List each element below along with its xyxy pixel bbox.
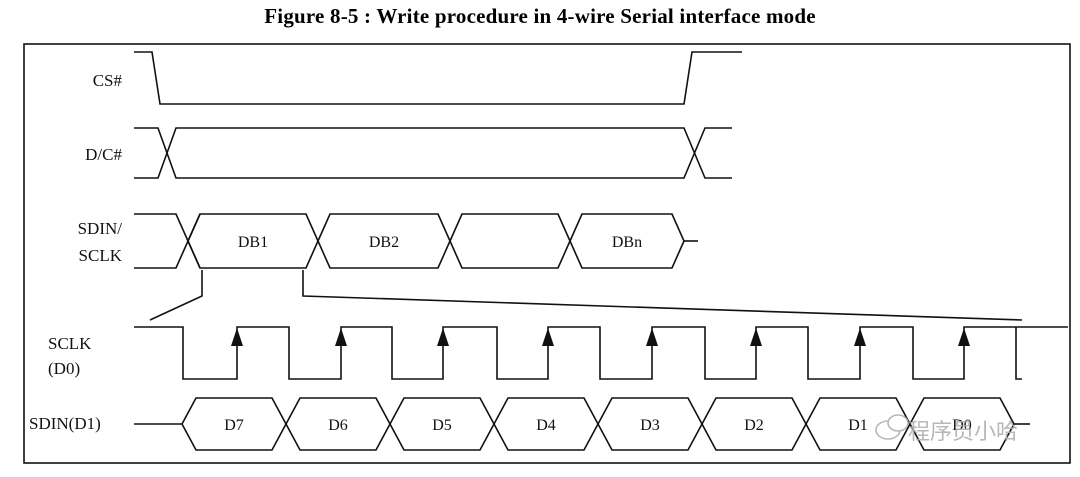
bit-label: D7 <box>224 417 244 434</box>
watermark-text: 程序员小哈 <box>908 420 1018 445</box>
rising-edge-arrow-icon <box>335 328 347 346</box>
sclk-label-line2: (D0) <box>48 359 80 378</box>
bit-label: D1 <box>848 417 868 434</box>
bit-label: D3 <box>640 417 660 434</box>
rising-edge-arrow-icon <box>542 328 554 346</box>
rising-edge-arrow-icon <box>958 328 970 346</box>
byte-label: DBn <box>612 234 642 251</box>
byte-label: DB1 <box>238 234 268 251</box>
bit-label: D6 <box>328 417 348 434</box>
sdin-sclk-label-line1: SDIN/ <box>78 219 123 238</box>
rising-edge-arrow-icon <box>854 328 866 346</box>
bit-label: D0 <box>952 417 972 434</box>
rising-edge-arrow-icon <box>231 328 243 346</box>
diagram-frame <box>23 43 1071 464</box>
byte-label: DB2 <box>369 234 399 251</box>
sdin-d1-label: SDIN(D1) <box>29 414 101 433</box>
dc-label: D/C# <box>85 145 122 164</box>
byte-bus-waveform: DB1 DB2 DBn <box>134 213 698 269</box>
bit-bus-waveform: D7 D6 D5 D4 D3 D2 D1 D0 <box>134 397 1030 451</box>
watermark: 程序员小哈 <box>875 414 1018 445</box>
byte-cell <box>449 213 571 269</box>
cs-waveform <box>134 51 742 105</box>
cs-label: CS# <box>93 71 123 90</box>
rising-edge-arrow-icon <box>646 328 658 346</box>
figure-title: Figure 8-5 : Write procedure in 4-wire S… <box>264 4 816 28</box>
sclk-label-line1: SCLK <box>48 334 92 353</box>
dc-waveform <box>134 127 732 179</box>
bit-label: D2 <box>744 417 764 434</box>
sdin-sclk-label-line2: SCLK <box>79 246 123 265</box>
bit-label: D4 <box>536 417 556 434</box>
sclk-waveform <box>134 326 1068 380</box>
rising-edge-arrow-icon <box>437 328 449 346</box>
bit-label: D5 <box>432 417 452 434</box>
zoom-connector <box>149 270 1023 321</box>
chat-bubble-icon <box>875 414 909 440</box>
rising-edge-arrow-icon <box>750 328 762 346</box>
